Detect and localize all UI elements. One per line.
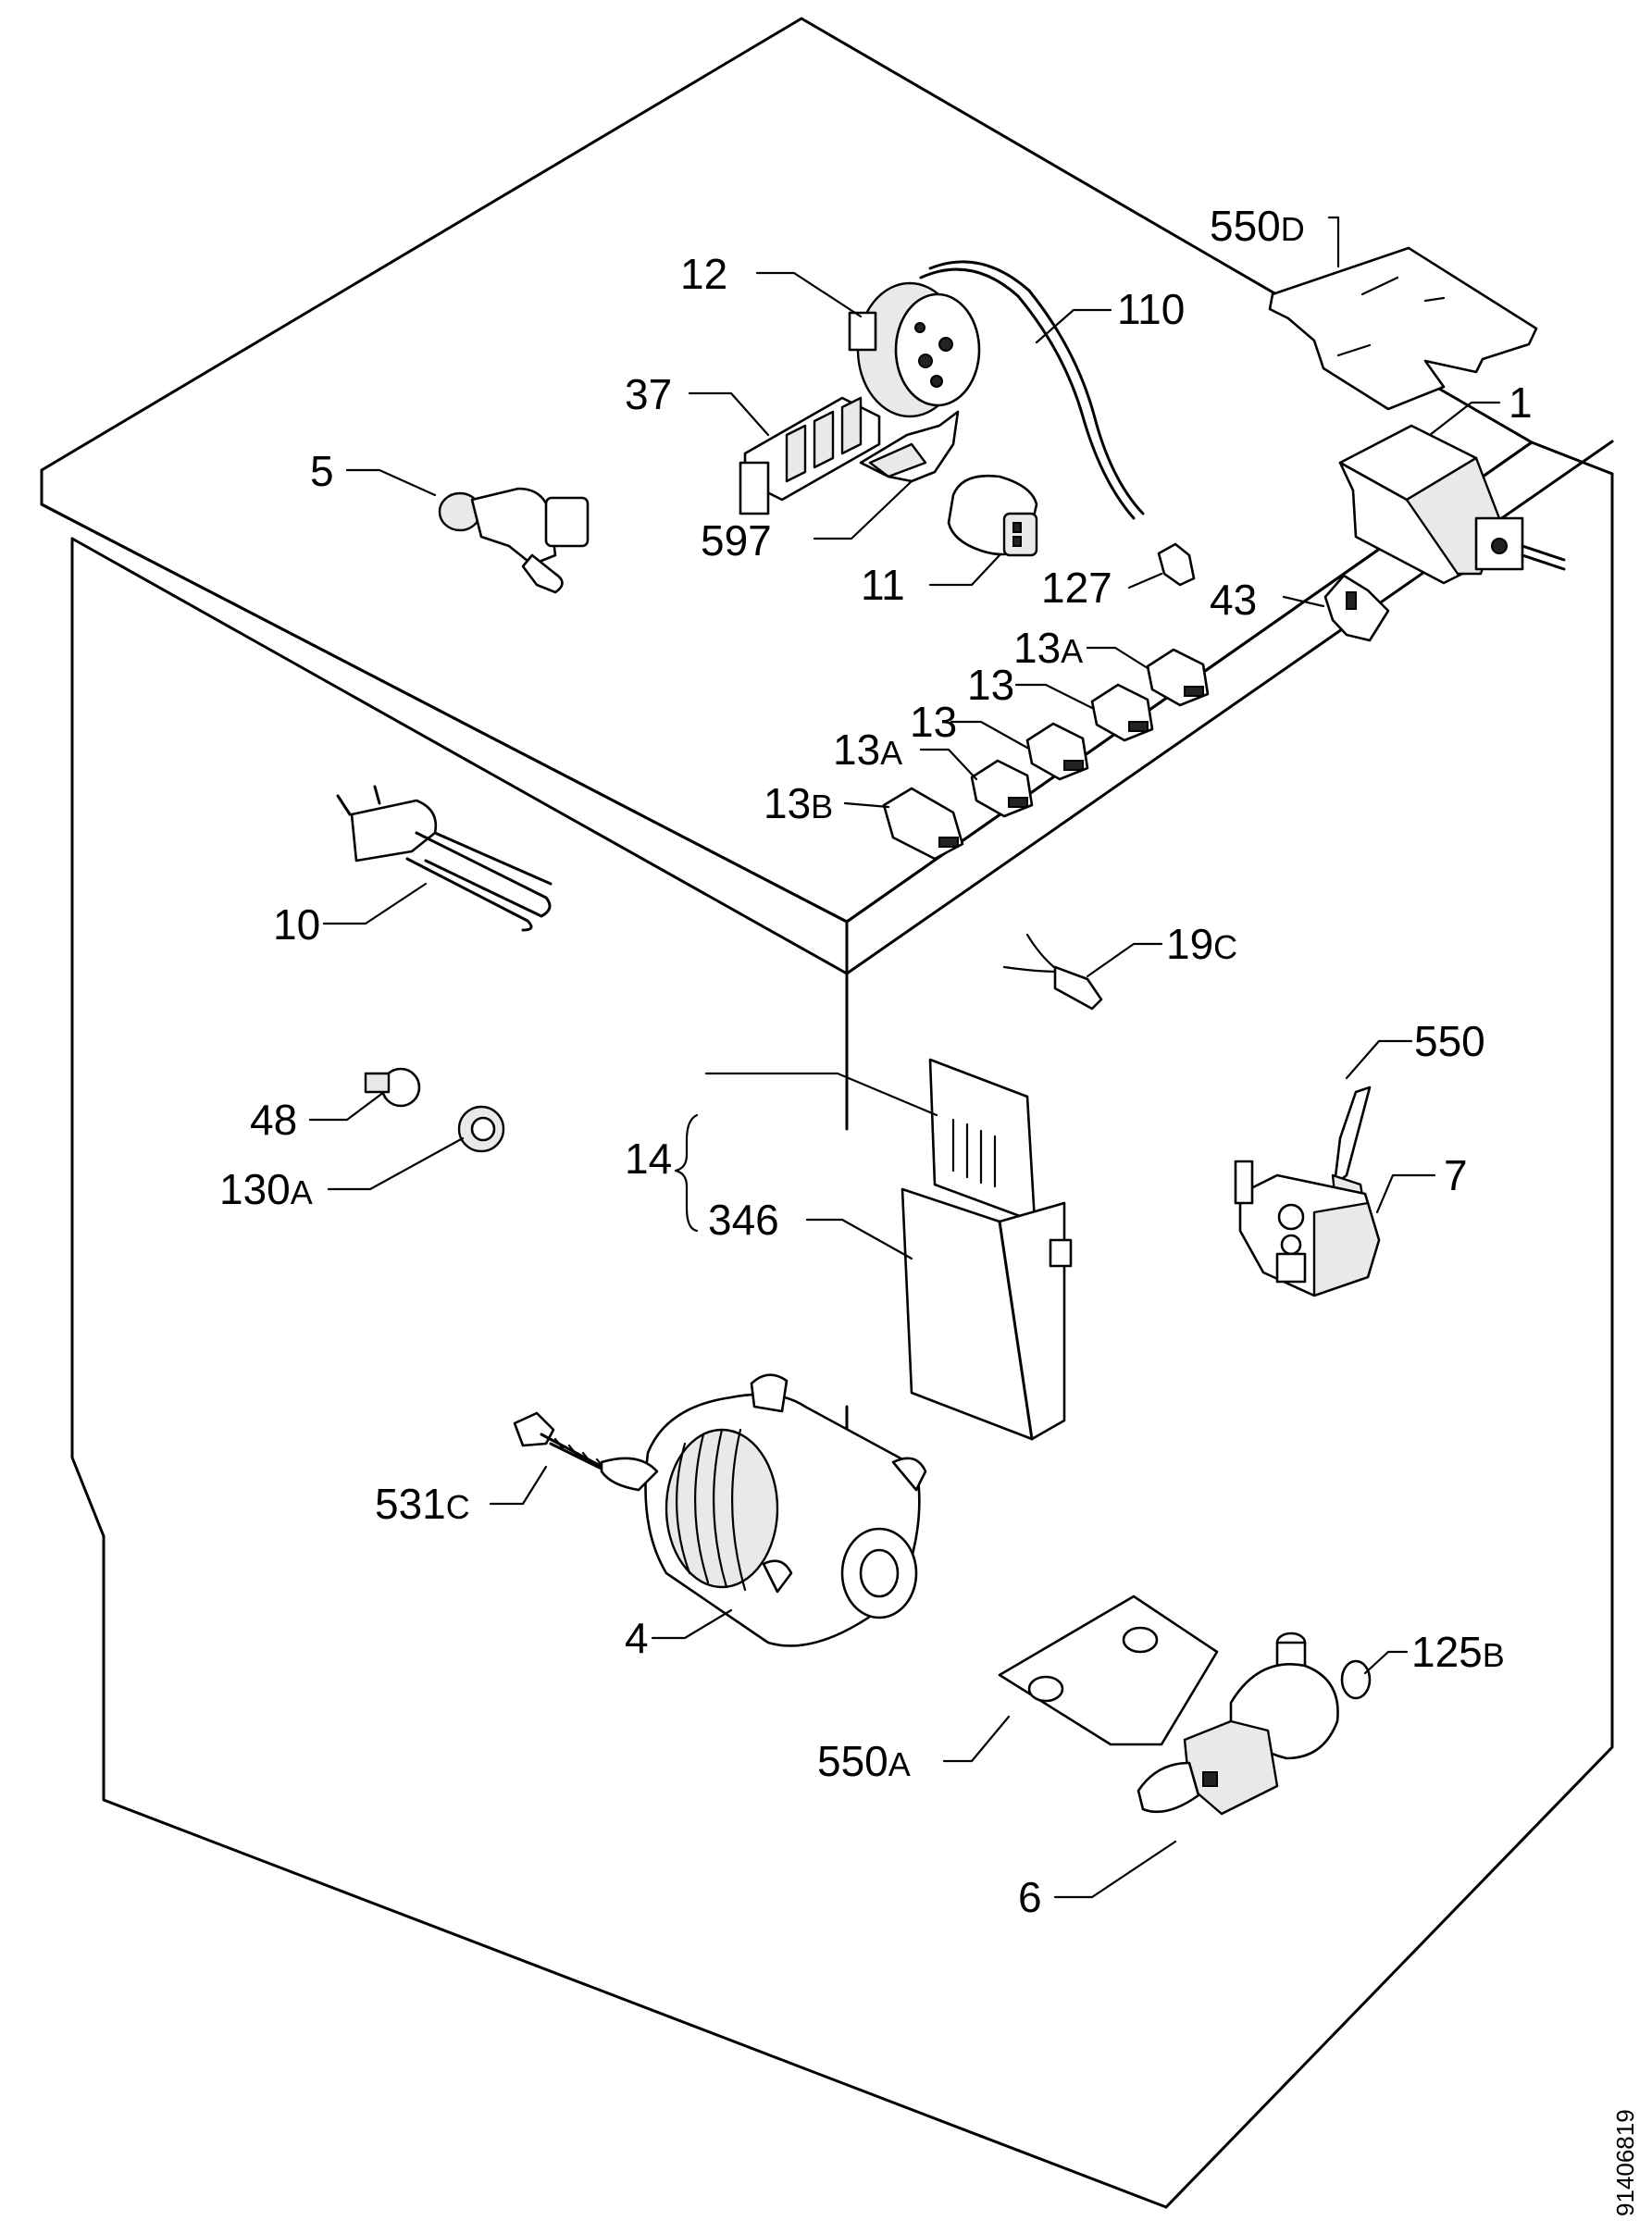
label-13-b: 13 (910, 698, 957, 746)
part-13-connectors (882, 648, 1210, 861)
label-14: 14 (625, 1135, 672, 1183)
part-550d-cover-plate (1268, 246, 1538, 411)
label-13a-top: 13A (1013, 624, 1083, 672)
part-4-motor (600, 1373, 927, 1647)
label-130a: 130A (219, 1165, 313, 1213)
label-5: 5 (310, 447, 334, 495)
label-6: 6 (1018, 1873, 1042, 1921)
part-11-capacitor (947, 474, 1038, 557)
label-550a: 550A (817, 1737, 911, 1785)
part-5-inlet-valve (438, 487, 590, 594)
label-11: 11 (861, 561, 905, 609)
label-43: 43 (1210, 576, 1257, 624)
part-12-pressure-switch (848, 260, 1145, 520)
part-14-346-dispenser (901, 1058, 1073, 1441)
label-1: 1 (1509, 378, 1533, 427)
part-1-programmer (1338, 424, 1566, 585)
label-13-a: 13 (967, 661, 1014, 709)
label-346: 346 (708, 1196, 779, 1244)
label-110: 110 (1117, 285, 1185, 333)
callout-leaders (308, 216, 1501, 1899)
label-13b: 13B (764, 779, 833, 827)
part-48-fuse (364, 1067, 421, 1108)
part-7-door-lock (1234, 1160, 1381, 1297)
part-6-drain-pump (1137, 1632, 1372, 1816)
label-531c: 531C (375, 1480, 470, 1528)
part-127-plug (1157, 542, 1196, 587)
part-130a-grommet (457, 1105, 505, 1153)
label-10: 10 (273, 900, 320, 949)
part-19c-sensor (1002, 933, 1103, 1011)
label-125b: 125B (1411, 1628, 1505, 1676)
label-19c: 19C (1166, 920, 1237, 968)
label-7: 7 (1444, 1151, 1468, 1199)
part-43-switch (1323, 574, 1390, 642)
part-597-bracket (859, 410, 960, 483)
part-10-heater (336, 785, 553, 932)
part-37-terminal-block (739, 396, 881, 515)
label-48: 48 (250, 1096, 297, 1144)
part-550a-cover (998, 1594, 1219, 1746)
label-127: 127 (1041, 564, 1112, 612)
label-597: 597 (701, 516, 772, 565)
part-531c-screw (513, 1411, 613, 1475)
label-37: 37 (625, 370, 672, 418)
callout-labels: 550D 12 110 37 1 5 597 11 127 43 13A 13 … (219, 202, 1533, 1921)
document-code: 91406819 (1611, 2109, 1639, 2216)
label-550: 550 (1414, 1017, 1485, 1065)
label-4: 4 (625, 1614, 649, 1662)
label-550d: 550D (1210, 202, 1305, 250)
label-13a-bottom: 13A (833, 726, 902, 774)
label-12: 12 (680, 250, 727, 298)
